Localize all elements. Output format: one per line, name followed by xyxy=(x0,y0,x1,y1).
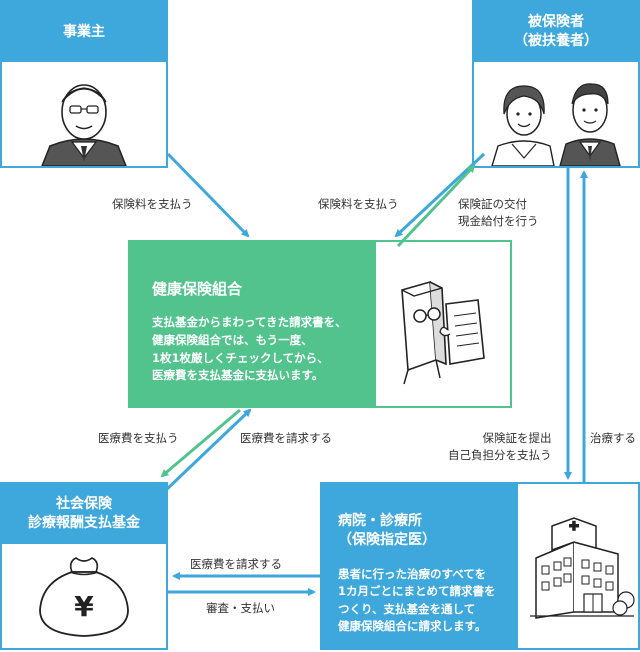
couple-icon xyxy=(491,83,621,167)
label-treat: 治療する xyxy=(590,431,636,445)
union-desc-line: 支払基金からまわってきた請求書を、 xyxy=(152,315,347,329)
hospital-desc: 患者に行った治療のすべてを 1カ月ごとにまとめて請求書を つくり、支払基金を通し… xyxy=(338,566,496,635)
insured-title-line1: 被保険者 xyxy=(528,14,584,31)
employer-title: 事業主 xyxy=(2,2,166,62)
label-union-pays-medical: 医療費を支払う xyxy=(98,431,179,445)
label-employer-pays: 保険料を支払う xyxy=(112,197,193,211)
label-review-pay: 審査・支払い xyxy=(206,601,275,615)
businessman-icon xyxy=(40,84,128,167)
label-hospital-requests: 医療費を請求する xyxy=(190,557,282,571)
label-insured-pays: 保険料を支払う xyxy=(318,197,399,211)
employer-box: 事業主 xyxy=(0,0,168,168)
insured-title: 被保険者 （被扶養者） xyxy=(474,2,638,62)
fund-box: 社会保険 診療報酬支払基金 ¥ xyxy=(0,482,168,650)
hospital-desc-line: 健康保険組合に請求します。 xyxy=(338,618,487,633)
label-fund-requests: 医療費を請求する xyxy=(240,431,332,445)
hospital-desc-line: つくり、支払基金を通して xyxy=(338,601,476,616)
label-line: 保険証を提出 xyxy=(482,431,552,445)
insured-title-line2: （被扶養者） xyxy=(514,33,598,49)
label-line: 現金給付を行う xyxy=(458,213,539,228)
label-union-issues: 保険証の交付 現金給付を行う xyxy=(458,196,539,229)
hospital-title-line1: 病院・診療所 xyxy=(338,513,422,529)
label-line: 自己負担分を支払う xyxy=(448,447,552,462)
union-desc-line: 1枚1枚厳しくチェックしてから、 xyxy=(152,350,329,365)
label-present-card: 保険証を提出 自己負担分を支払う xyxy=(448,430,552,463)
yen-symbol: ¥ xyxy=(74,590,94,623)
arrow-fund-to-union xyxy=(164,408,252,492)
hospital-panel: 病院・診療所 （保険指定医） 患者に行った治療のすべてを 1カ月ごとにまとめて請… xyxy=(322,484,518,648)
arrow-union-to-insured xyxy=(396,164,476,248)
label-line: 保険証の交付 xyxy=(458,197,527,211)
union-desc-line: 医療費を支払基金に支払います。 xyxy=(152,368,324,383)
hospital-desc-line: 1カ月ごとにまとめて請求書を xyxy=(338,584,496,599)
fund-title-line1: 社会保険 xyxy=(56,496,112,513)
hospital-title-line2: （保険指定医） xyxy=(338,531,436,548)
hospital-title: 病院・診療所 （保険指定医） xyxy=(338,512,436,550)
fund-title-line2: 診療報酬支払基金 xyxy=(28,515,140,531)
union-box: 健康保険組合 支払基金からまわってきた請求書を、 健康保険組合では、もう一度、 … xyxy=(128,240,512,408)
hospital-desc-line: 患者に行った治療のすべてを xyxy=(338,567,487,581)
hospital-building-icon xyxy=(530,517,635,619)
arrow-employer-to-union xyxy=(166,152,250,238)
union-title: 健康保険組合 xyxy=(152,280,243,298)
money-bag-icon: ¥ xyxy=(39,557,129,637)
union-panel: 健康保険組合 支払基金からまわってきた請求書を、 健康保険組合では、もう一度、 … xyxy=(130,242,376,406)
hospital-box: 病院・診療所 （保険指定医） 患者に行った治療のすべてを 1カ月ごとにまとめて請… xyxy=(320,482,640,650)
arrow-union-to-fund xyxy=(160,408,241,478)
union-desc: 支払基金からまわってきた請求書を、 健康保険組合では、もう一度、 1枚1枚厳しく… xyxy=(152,314,347,385)
union-desc-line: 健康保険組合では、もう一度、 xyxy=(152,332,313,347)
document-reader-icon xyxy=(401,280,485,385)
fund-title: 社会保険 診療報酬支払基金 xyxy=(2,484,166,544)
insured-box: 被保険者 （被扶養者） xyxy=(472,0,640,168)
